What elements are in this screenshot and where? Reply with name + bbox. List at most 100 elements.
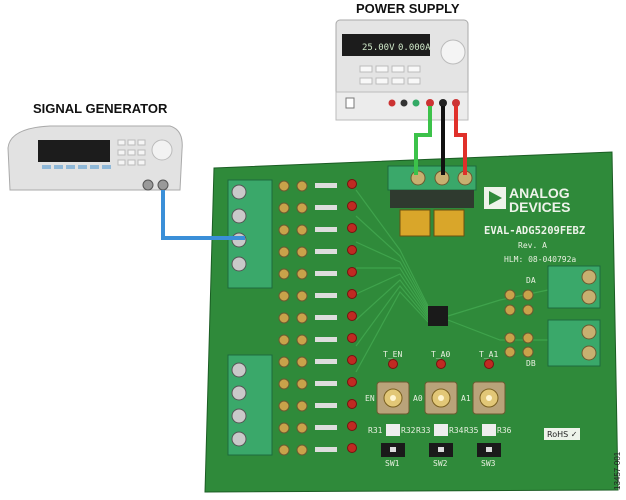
via-pad bbox=[278, 312, 290, 324]
test-point-a0 bbox=[436, 359, 446, 369]
test-point bbox=[347, 179, 357, 189]
psu-knob bbox=[440, 39, 466, 65]
revision: Rev. A bbox=[518, 241, 547, 250]
via-pad bbox=[296, 378, 308, 390]
via-pad bbox=[278, 290, 290, 302]
via-pad bbox=[278, 378, 290, 390]
resistor bbox=[315, 183, 337, 188]
resistor-pair bbox=[434, 424, 448, 436]
via-pad bbox=[278, 246, 290, 258]
psu-voltage-readout: 25.00V bbox=[362, 43, 395, 53]
eval-board bbox=[204, 151, 619, 493]
via-pad bbox=[278, 268, 290, 280]
power-supply: 25.00V 0.000A bbox=[335, 19, 469, 121]
relay bbox=[433, 209, 465, 237]
rohs-badge bbox=[544, 428, 580, 440]
test-point bbox=[347, 201, 357, 211]
signal-generator-label: SIGNAL GENERATOR bbox=[33, 101, 168, 116]
test-point bbox=[347, 267, 357, 277]
resistor-pair bbox=[482, 424, 496, 436]
test-point bbox=[347, 443, 357, 453]
via-pad bbox=[296, 356, 308, 368]
via-pad bbox=[296, 400, 308, 412]
via-pad bbox=[278, 180, 290, 192]
part-number: EVAL-ADG5209FEBZ bbox=[484, 225, 585, 237]
test-point bbox=[347, 399, 357, 409]
blue-coax-cable bbox=[161, 190, 245, 240]
test-point bbox=[347, 311, 357, 321]
via-pad bbox=[296, 202, 308, 214]
test-point-label: T_A1 bbox=[479, 350, 498, 359]
test-point bbox=[347, 377, 357, 387]
green-wire bbox=[414, 106, 432, 175]
resistor-label: R32 bbox=[401, 426, 416, 435]
test-point bbox=[347, 421, 357, 431]
resistor bbox=[315, 249, 337, 254]
siggen-bnc-output bbox=[157, 179, 169, 191]
resistor bbox=[315, 293, 337, 298]
resistor bbox=[315, 359, 337, 364]
resistor-label: R34 bbox=[449, 426, 464, 435]
sma-label: A0 bbox=[413, 394, 423, 403]
resistor-label: R31 bbox=[368, 426, 383, 435]
switch-label: SW2 bbox=[433, 459, 448, 468]
resistor bbox=[315, 315, 337, 320]
svg-text:RoHS ✓: RoHS ✓ bbox=[547, 430, 577, 439]
switch-label: SW3 bbox=[481, 459, 496, 468]
sma-label: A1 bbox=[461, 394, 471, 403]
sma-label: EN bbox=[365, 394, 375, 403]
resistor bbox=[315, 337, 337, 342]
via-pad bbox=[504, 332, 516, 344]
db-label: DB bbox=[526, 359, 536, 368]
resistor bbox=[315, 227, 337, 232]
da-terminal-block bbox=[547, 265, 601, 309]
via-pad bbox=[278, 422, 290, 434]
switch-label: SW1 bbox=[385, 459, 400, 468]
via-pad bbox=[278, 224, 290, 236]
brand-line1: ANALOG bbox=[509, 185, 570, 201]
via-pad bbox=[522, 332, 534, 344]
via-pad bbox=[296, 334, 308, 346]
via-pad bbox=[296, 246, 308, 258]
test-point bbox=[347, 355, 357, 365]
adg5209-ic bbox=[428, 306, 448, 326]
input-terminal-block-lower bbox=[227, 354, 273, 456]
via-pad bbox=[278, 444, 290, 456]
resistor-label: R36 bbox=[497, 426, 512, 435]
resistor bbox=[315, 447, 337, 452]
test-point-a1 bbox=[484, 359, 494, 369]
via-pad bbox=[296, 180, 308, 192]
test-point-label: T_EN bbox=[383, 350, 402, 359]
via-pad bbox=[296, 290, 308, 302]
via-pad bbox=[522, 289, 534, 301]
db-terminal-block bbox=[547, 319, 601, 367]
via-pad bbox=[504, 346, 516, 358]
resistor bbox=[315, 381, 337, 386]
hlm-number: HLM: 08-040792a bbox=[504, 255, 576, 264]
via-pad bbox=[278, 202, 290, 214]
via-pad bbox=[504, 304, 516, 316]
test-point-label: T_A0 bbox=[431, 350, 450, 359]
psu-terminal bbox=[452, 99, 460, 107]
brand-line2: DEVICES bbox=[509, 199, 570, 215]
via-pad bbox=[296, 422, 308, 434]
via-pad bbox=[296, 444, 308, 456]
psu-terminal bbox=[426, 99, 434, 107]
siggen-bnc bbox=[142, 179, 154, 191]
resistor bbox=[315, 425, 337, 430]
via-pad bbox=[296, 224, 308, 236]
via-pad bbox=[296, 268, 308, 280]
red-wire bbox=[454, 106, 467, 175]
resistor bbox=[315, 271, 337, 276]
test-point-en bbox=[388, 359, 398, 369]
power-terminal-block bbox=[387, 165, 477, 208]
via-pad bbox=[278, 400, 290, 412]
resistor bbox=[315, 403, 337, 408]
resistor-label: R35 bbox=[464, 426, 479, 435]
power-supply-label: POWER SUPPLY bbox=[356, 1, 460, 16]
resistor-pair bbox=[386, 424, 400, 436]
via-pad bbox=[278, 334, 290, 346]
via-pad bbox=[504, 289, 516, 301]
test-point bbox=[347, 289, 357, 299]
